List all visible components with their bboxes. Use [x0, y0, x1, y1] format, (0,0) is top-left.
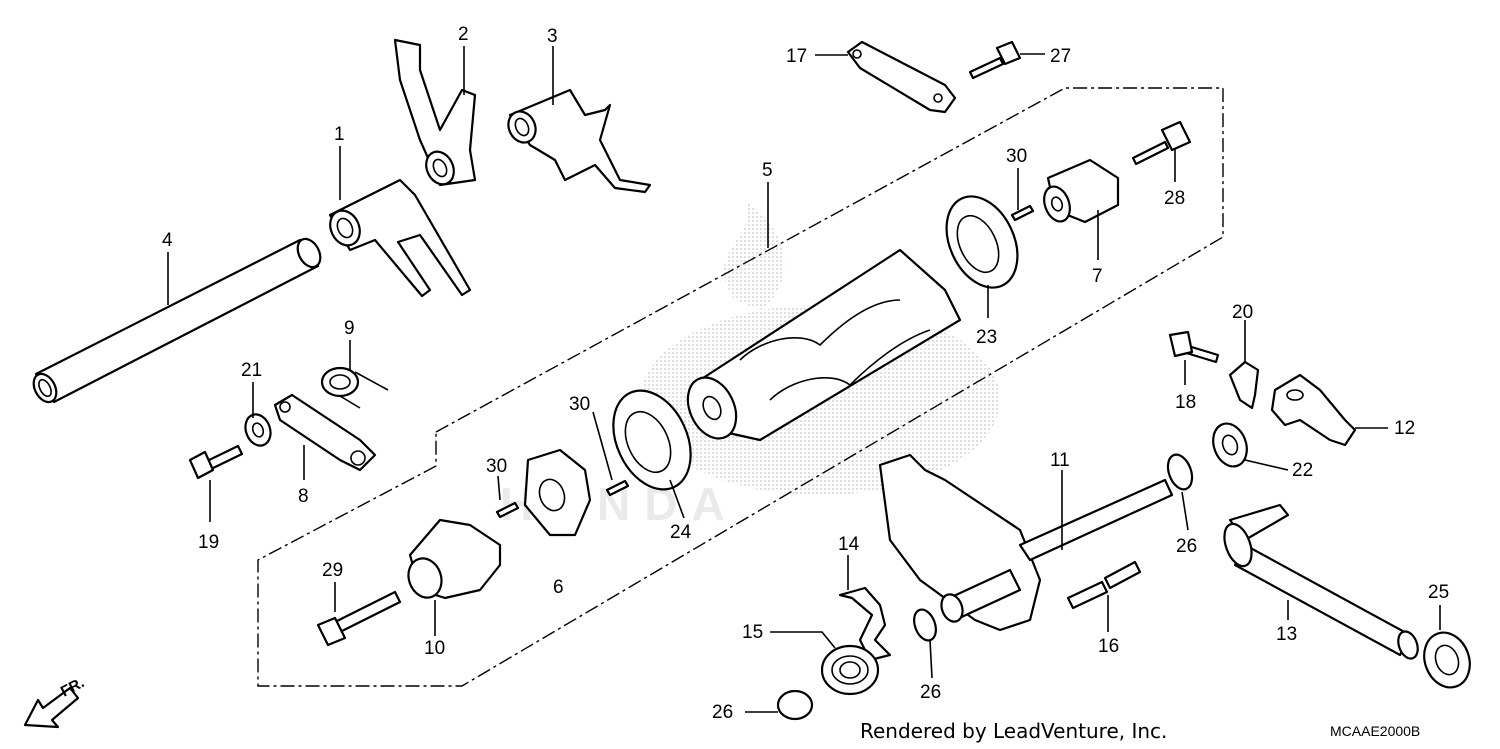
callout-26-top: 26	[1176, 536, 1197, 557]
callout-8: 8	[298, 486, 309, 507]
callout-16: 16	[1098, 636, 1119, 657]
bolt-29	[316, 590, 402, 647]
washer-21	[244, 413, 272, 447]
callout-6: 6	[553, 577, 564, 598]
leader-lines	[167, 46, 1441, 713]
circlip-26-low	[776, 689, 814, 721]
callout-17: 17	[786, 46, 807, 67]
callout-28: 28	[1164, 188, 1185, 209]
diagram-code: MCAAE2000B	[1330, 723, 1420, 739]
dowel-pin-30-top	[1010, 204, 1035, 222]
circlip-26-top	[1166, 453, 1194, 491]
callout-3: 3	[547, 26, 558, 47]
callout-30-mid: 30	[569, 394, 590, 415]
callout-2: 2	[458, 24, 469, 45]
callout-23: 23	[976, 327, 997, 348]
callout-13: 13	[1276, 624, 1297, 645]
callout-12: 12	[1394, 418, 1415, 439]
callout-26-mid: 26	[920, 682, 941, 703]
callout-15: 15	[742, 622, 763, 643]
callout-30-low: 30	[486, 456, 507, 477]
dowel-pin-30-mid	[605, 479, 630, 497]
callout-1: 1	[334, 124, 345, 145]
oil-seal	[1423, 631, 1471, 689]
pin-plate	[523, 448, 592, 537]
callout-21: 21	[241, 360, 262, 381]
shift-fork-3	[507, 88, 652, 194]
stopper-arm	[273, 393, 377, 472]
fork-shaft	[32, 237, 322, 404]
bolt-19	[188, 444, 244, 480]
callout-4: 4	[162, 230, 173, 251]
spring-14	[838, 586, 892, 662]
washer-22	[1212, 422, 1248, 468]
return-spring-9	[320, 366, 389, 409]
callout-14: 14	[838, 534, 860, 555]
callout-18: 18	[1175, 392, 1196, 413]
bracket-20	[1228, 360, 1260, 410]
circlip-26-mid	[913, 608, 937, 642]
shift-fork-2	[393, 38, 477, 187]
bearing-23	[945, 195, 1019, 289]
callout-25: 25	[1428, 582, 1449, 603]
callout-20: 20	[1232, 302, 1253, 323]
shift-drum-cam	[407, 518, 502, 600]
spring-15	[820, 644, 880, 696]
callout-22: 22	[1292, 460, 1313, 481]
callout-11: 11	[1050, 450, 1070, 471]
callout-29: 29	[322, 560, 343, 581]
callout-labels: 1 2 3 4 5 6 7 8 9 10 11 12 13 14 15 16 1…	[162, 24, 1449, 723]
callout-30-top: 30	[1006, 146, 1027, 167]
shift-shaft-13	[1223, 503, 1419, 660]
drum-center	[1043, 158, 1120, 224]
callout-27: 27	[1050, 46, 1071, 67]
bolt-28	[1131, 120, 1192, 166]
bolt-27	[968, 40, 1022, 80]
callout-5: 5	[762, 160, 773, 181]
callout-10: 10	[424, 638, 445, 659]
gearshift-spindle	[878, 453, 1174, 632]
callout-19: 19	[198, 532, 219, 553]
shift-fork-1	[328, 178, 472, 298]
bolt-16	[1066, 560, 1142, 610]
dowel-pin-30-low	[495, 501, 520, 519]
callout-24: 24	[670, 522, 692, 543]
bearing-24	[612, 389, 692, 491]
assembly-boundary	[257, 87, 1224, 687]
front-direction-arrow: FR.	[23, 674, 87, 729]
stopper-plate	[846, 40, 957, 114]
shift-drum	[686, 248, 962, 442]
callout-26-low: 26	[712, 702, 733, 723]
callout-7: 7	[1092, 266, 1103, 287]
bolt-18	[1168, 330, 1220, 364]
gearshift-arm	[1270, 373, 1357, 447]
callout-9: 9	[344, 318, 355, 339]
rendered-by-credit: Rendered by LeadVenture, Inc.	[860, 719, 1167, 743]
